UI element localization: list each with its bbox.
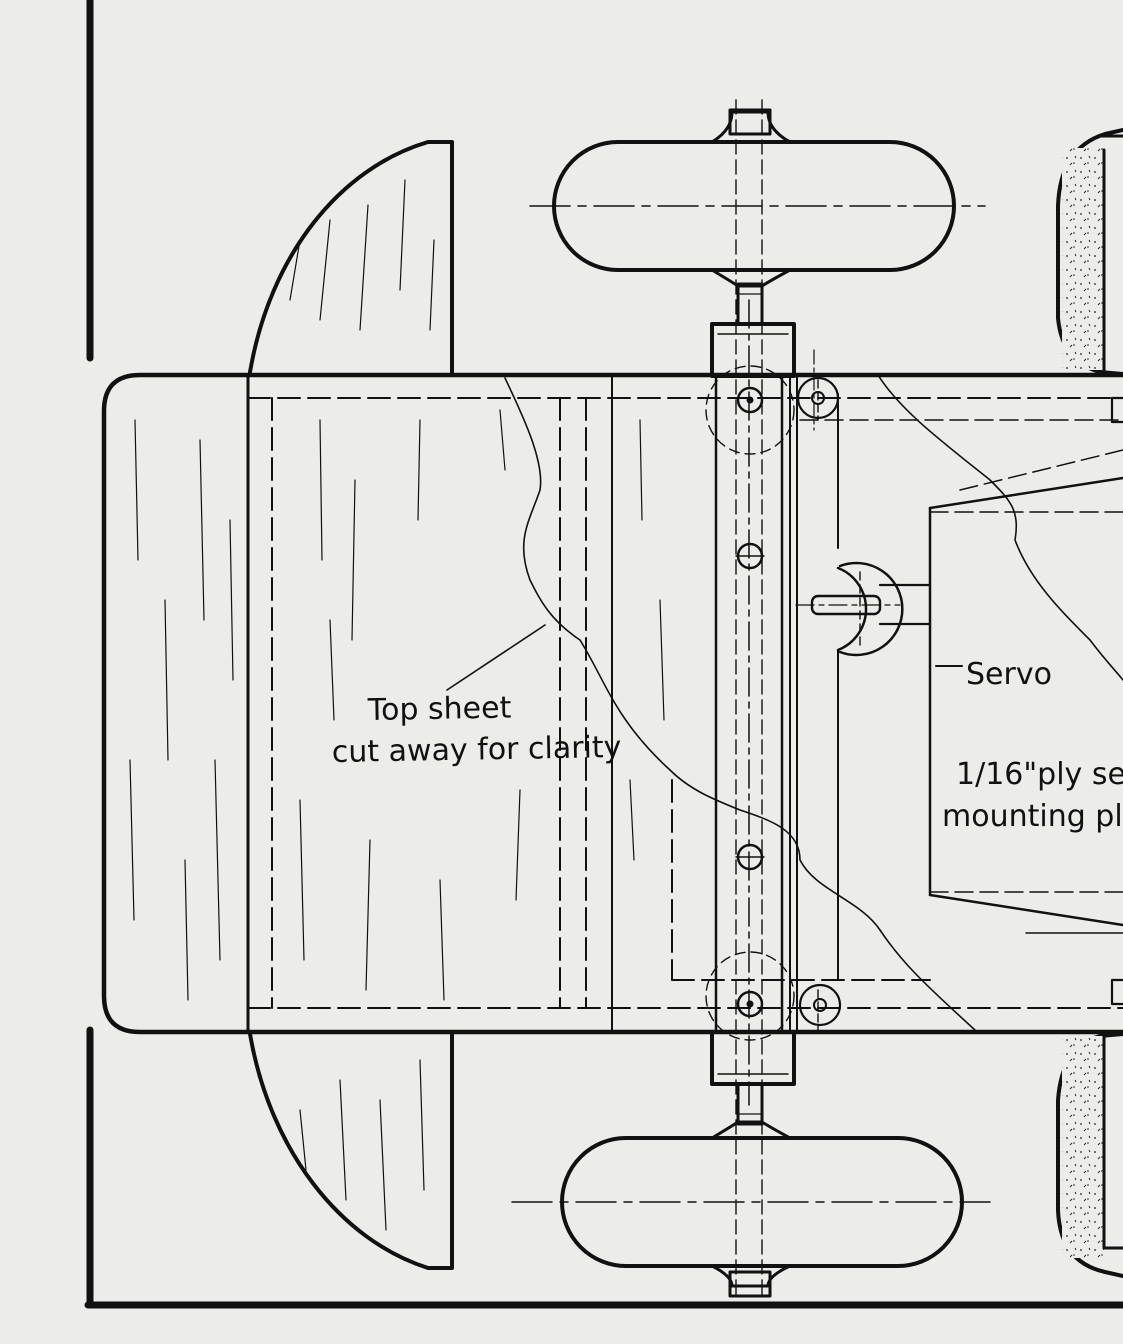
bolt-hole-1 [705,365,795,455]
upper-axle-blocks [710,282,796,378]
rear-wheel-lower [1056,1032,1123,1278]
front-wing-lower [248,1032,454,1270]
frame-border [84,0,1123,1309]
label-ply-plate-1: 1/16"ply servo [956,757,1123,792]
axle-bar [714,99,839,1301]
rear-wheel-upper [1056,128,1123,376]
front-wheel-upper [529,108,986,288]
cutaway-tear-line [504,374,1123,1031]
label-top-sheet-1: Top sheet [367,690,512,728]
chassis-plate [101,372,1123,1035]
front-wheel-lower [511,1120,991,1298]
lower-axle-blocks [710,1030,796,1126]
servo-body [799,396,1123,1006]
bolt-hole-2 [735,542,765,570]
label-servo: Servo [966,657,1052,692]
bolt-hole-3 [735,843,765,871]
top-sheet-leader [446,624,546,691]
front-wing-upper [248,140,454,374]
label-top-sheet-2: cut away for clarity [332,730,622,770]
servo-arm-boss [795,561,932,657]
pivot-pin-lower [798,983,842,1027]
bolt-hole-4 [705,951,795,1041]
label-ply-plate-2: mounting plat [942,799,1123,834]
pivot-pin-upper [796,376,840,420]
